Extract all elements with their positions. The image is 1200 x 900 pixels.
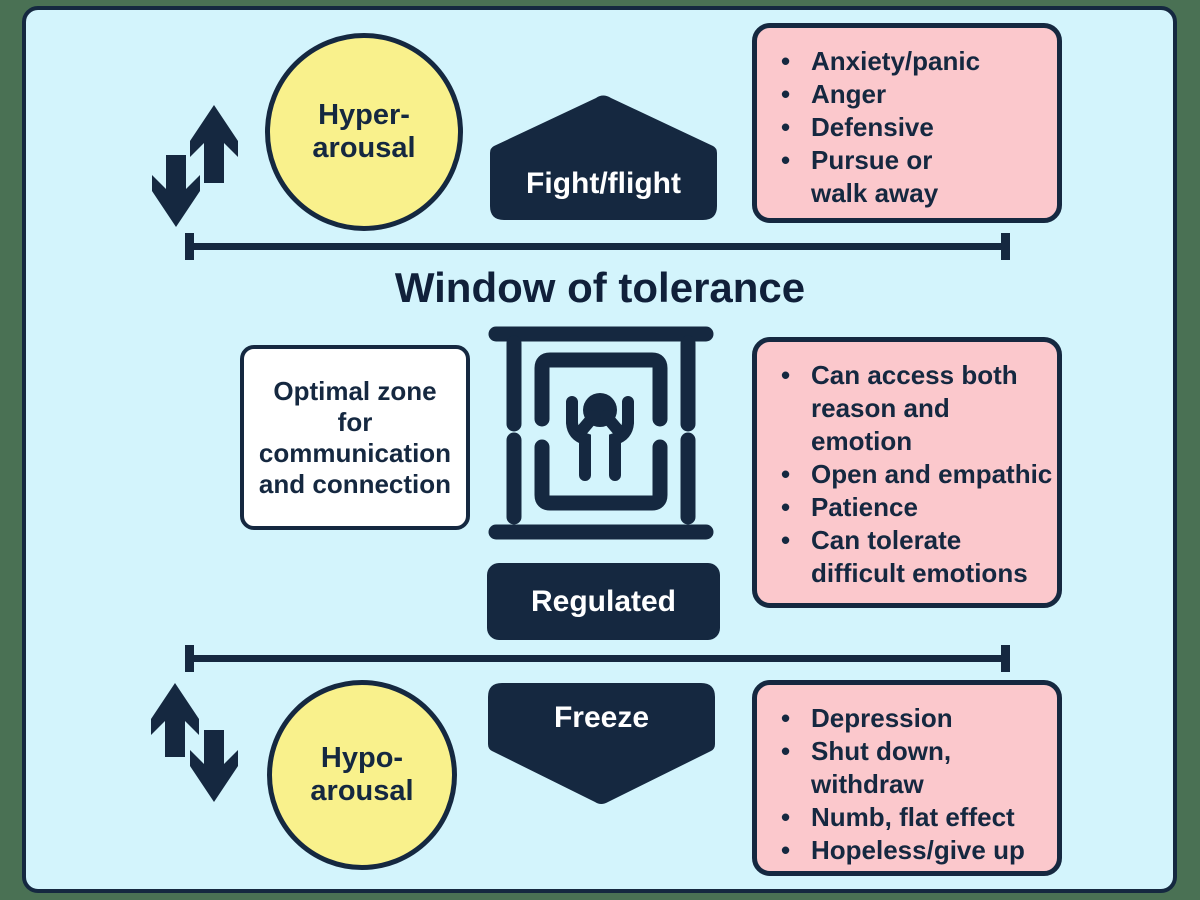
bullet-item: • Defensive [781, 111, 1053, 144]
bullet-dot: • [781, 112, 791, 142]
bullet-text: Hopeless/give up [811, 835, 1025, 865]
bullet-dot: • [781, 492, 791, 522]
optimal-zone-label: Optimal zone for communication and conne… [258, 375, 452, 499]
bullet-dot: • [781, 360, 791, 390]
house-down-pentagon-icon [488, 683, 715, 804]
upper-boundary-line [185, 233, 1010, 260]
bullet-dot: • [781, 835, 791, 865]
hypo-arousal-label: Hypo- arousal [310, 742, 414, 807]
optimal-zone-box: Optimal zone for communication and conne… [240, 345, 470, 530]
bullet-dot: • [781, 802, 791, 832]
freeze-label: Freeze [553, 701, 650, 734]
bullet-dot: • [781, 459, 791, 489]
bullet-text: Can access both reason and emotion [811, 360, 1018, 456]
bullet-text: Anxiety/panic [811, 46, 981, 76]
bullet-text: Open and empathic [811, 459, 1053, 489]
bullet-dot: • [781, 79, 791, 109]
bullet-text: Patience [811, 492, 918, 522]
fight-flight-shape: Fight/flight [487, 92, 720, 224]
care-hands-icon [488, 326, 714, 540]
hypo-arousal-circle: Hypo- arousal [267, 680, 457, 870]
bullet-dot: • [781, 703, 791, 733]
bullet-text: Anger [811, 79, 887, 109]
lower-boundary-line [185, 645, 1010, 672]
bullet-item: • Open and empathic [781, 458, 1053, 491]
fight-flight-label: Fight/flight [526, 167, 681, 200]
bullet-text: Depression [811, 703, 953, 733]
hyper-arousal-circle: Hyper- arousal [265, 33, 463, 231]
regulated-traits-box: • Can access both reason and emotion • O… [752, 337, 1062, 608]
up-down-arrows-icon [151, 683, 238, 802]
bullet-dot: • [781, 525, 791, 555]
bullet-dot: • [781, 46, 791, 76]
bullet-dot: • [781, 736, 791, 766]
regulated-box: Regulated [487, 563, 720, 640]
hypo-arousal-symptoms-box: • Depression • Shut down, withdraw • Num… [752, 680, 1062, 876]
bullet-item: • Anger [781, 78, 1053, 111]
bullet-text: Defensive [811, 112, 934, 142]
bullet-item: • Pursue or walk away [781, 144, 1053, 210]
bullet-text: Numb, flat effect [811, 802, 1015, 832]
bullet-text: Can tolerate difficult emotions [811, 525, 1028, 588]
bullet-item: • Can access both reason and emotion [781, 359, 1053, 458]
bullet-item: • Hopeless/give up [781, 834, 1053, 867]
bullet-text: Shut down, withdraw [811, 736, 952, 799]
bullet-item: • Numb, flat effect [781, 801, 1053, 834]
bullet-text: Pursue or walk away [811, 145, 939, 208]
hyper-arousal-label: Hyper- arousal [312, 99, 416, 164]
bullet-item: • Can tolerate difficult emotions [781, 524, 1053, 590]
up-down-arrows-icon [152, 105, 238, 227]
hyper-arousal-symptoms-box: • Anxiety/panic • Anger • Defensive • Pu… [752, 23, 1062, 223]
bullet-dot: • [781, 145, 791, 175]
bullet-item: • Anxiety/panic [781, 45, 1053, 78]
bullet-item: • Shut down, withdraw [781, 735, 1053, 801]
bullet-item: • Depression [781, 702, 1053, 735]
house-up-pentagon-icon [490, 95, 717, 220]
bullet-item: • Patience [781, 491, 1053, 524]
page-title: Window of tolerance [394, 264, 806, 311]
regulated-label: Regulated [530, 584, 677, 618]
freeze-shape: Freeze [485, 680, 718, 812]
